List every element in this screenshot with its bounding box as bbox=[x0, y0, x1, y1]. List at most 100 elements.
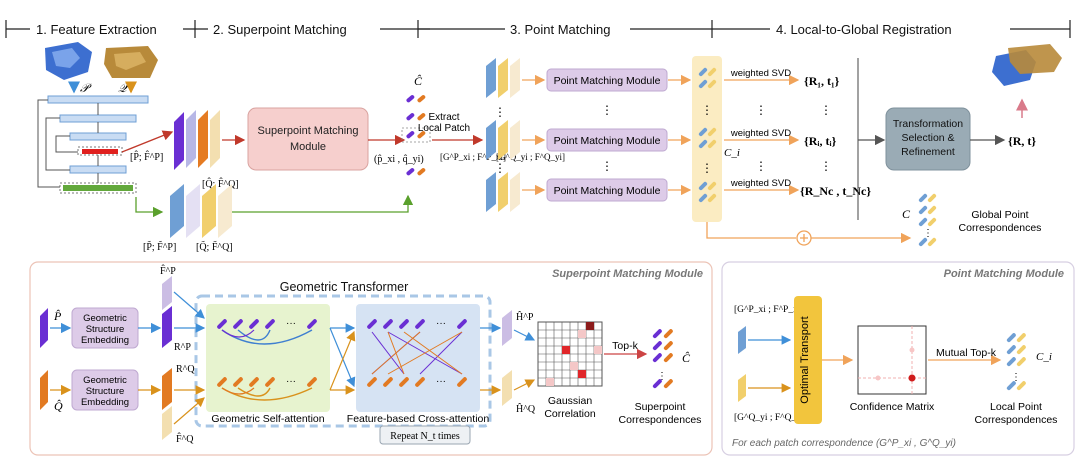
cross-attn-dots-2: ··· bbox=[436, 376, 446, 387]
f-hat-p-slab bbox=[162, 276, 172, 310]
c-hat-bottom: Ĉ bbox=[682, 351, 691, 365]
stage-1-label: 1. Feature Extraction bbox=[36, 22, 157, 37]
patch-q-label: [G^Q_yi ; F^Q_yi] bbox=[496, 152, 565, 162]
superpoint-matching-module-box bbox=[247, 107, 369, 171]
pair-label: (p̂_xi , q̂_yi) bbox=[374, 154, 424, 165]
point-matching-box-i bbox=[546, 128, 668, 152]
pp-q-slab bbox=[738, 374, 746, 402]
repeat-box bbox=[379, 425, 471, 445]
transformation-line2: Selection & bbox=[901, 132, 954, 144]
pp-local-corr-stack bbox=[1006, 333, 1026, 391]
registered-point-cloud bbox=[992, 44, 1062, 86]
backbone bbox=[37, 95, 149, 194]
c-hat-top: Ĉ bbox=[414, 74, 423, 88]
coarse-feature-stack bbox=[174, 110, 220, 170]
p-symbol: 𝒫 bbox=[80, 81, 92, 95]
gse-q-line1: Geometric bbox=[83, 375, 127, 386]
c-global: C bbox=[902, 207, 911, 221]
point-matching-box-1 bbox=[546, 68, 668, 92]
pp-p-slab bbox=[738, 326, 746, 354]
extract-line2: Local Patch bbox=[418, 123, 470, 134]
superpoint-module-line2: Module bbox=[290, 141, 326, 153]
point-cloud-q bbox=[104, 46, 158, 78]
mutual-topk-label: Mutual Top-k bbox=[936, 347, 997, 359]
global-corr-line2: Correspondences bbox=[959, 222, 1042, 234]
patch-p-label: [G^P_xi ; F^P_xi] bbox=[440, 152, 506, 162]
h-hat-q-slab bbox=[502, 370, 512, 406]
feat-q-tilde: [Q̃; F̃^Q] bbox=[196, 240, 233, 253]
self-attn-dots-2: ··· bbox=[286, 376, 296, 387]
point-panel-title: Point Matching Module bbox=[944, 268, 1064, 280]
pp-footnote: For each patch correspondence (G^P_xi , … bbox=[732, 438, 956, 449]
feat-q-hat: [Q̂; F̂^Q] bbox=[202, 177, 239, 190]
geo-transformer-title: Geometric Transformer bbox=[280, 280, 409, 294]
vdots-pmm-2: ⋮ bbox=[601, 159, 613, 173]
stage-header bbox=[5, 20, 1071, 38]
superpoint-corr-mini bbox=[401, 95, 431, 176]
f-hat-p-label: F̂^P bbox=[160, 264, 176, 277]
svd-label-n: weighted SVD bbox=[730, 178, 791, 189]
svd-label-1: weighted SVD bbox=[730, 68, 791, 79]
confidence-label: Confidence Matrix bbox=[850, 401, 935, 413]
pp-patch-p: [G^P_xi ; F^P_xi] bbox=[734, 305, 804, 315]
f-hat-q-label: F̂^Q bbox=[176, 432, 194, 445]
vdots-global: ⋮ bbox=[923, 228, 933, 239]
p-hat-label: P̂ bbox=[53, 309, 62, 323]
optimal-transport-box bbox=[794, 296, 822, 424]
gse-q-line2: Structure bbox=[86, 386, 125, 397]
cross-attn-label: Feature-based Cross-attention bbox=[347, 413, 490, 425]
global-corr-marks bbox=[918, 193, 937, 247]
f-hat-q-slab bbox=[162, 406, 172, 440]
vdots-patch-1: ⋮ bbox=[494, 105, 506, 119]
r-q-label: R^Q bbox=[176, 364, 195, 375]
stage-3-label: 3. Point Matching bbox=[510, 22, 610, 37]
feat-p-hat: [P̂; F̂^P] bbox=[130, 150, 163, 163]
feat-p-tilde: [P̃; F̃^P] bbox=[143, 240, 176, 253]
vdots-patch-2: ⋮ bbox=[494, 161, 506, 175]
pmm-label-i: Point Matching Module bbox=[554, 135, 661, 147]
vdots-svd-2: ⋮ bbox=[755, 159, 767, 173]
self-attn-dots-1: ··· bbox=[286, 318, 296, 329]
repeat-label: Repeat N_t times bbox=[390, 431, 460, 442]
cross-attn-dots-1: ··· bbox=[436, 318, 446, 329]
point-cloud-p bbox=[45, 42, 92, 80]
stage-2-label: 2. Superpoint Matching bbox=[213, 22, 347, 37]
q-symbol: 𝒬 bbox=[118, 81, 129, 95]
transformation-box bbox=[885, 107, 971, 171]
global-corr-line1: Global Point bbox=[971, 209, 1028, 221]
point-matching-box-n bbox=[546, 178, 668, 202]
stage-4-label: 4. Local-to-Global Registration bbox=[776, 22, 952, 37]
gse-p-line2: Structure bbox=[86, 324, 125, 335]
superpoint-panel-title: Superpoint Matching Module bbox=[552, 268, 703, 280]
vdots-sp-corr: ⋮ bbox=[657, 371, 667, 382]
vdots-ci-1: ⋮ bbox=[701, 103, 713, 117]
patch-stack-n bbox=[486, 172, 520, 212]
rt-1: {R₁, t₁} bbox=[804, 74, 840, 88]
local-corr-marks bbox=[698, 67, 717, 203]
r-p-label: R^P bbox=[174, 342, 191, 353]
rt-final: {R, t} bbox=[1008, 134, 1036, 148]
ci-top: C_i bbox=[724, 147, 740, 159]
pp-patch-q: [G^Q_yi ; F^Q_yi] bbox=[734, 413, 807, 423]
self-attention-tokens bbox=[217, 319, 317, 401]
vdots-rt-1: ⋮ bbox=[820, 103, 832, 117]
p-hat-input-slab bbox=[40, 308, 48, 348]
transformation-line3: Refinement bbox=[901, 146, 955, 158]
self-attn-label: Geometric Self-attention bbox=[211, 413, 324, 425]
vdots-rt-2: ⋮ bbox=[820, 159, 832, 173]
gse-p-line1: Geometric bbox=[83, 313, 127, 324]
vdots-pp-corr: ⋮ bbox=[1011, 372, 1021, 383]
ot-label: Optimal Transport bbox=[799, 316, 811, 403]
gse-p-line3: Embedding bbox=[81, 335, 129, 346]
sp-corr-line2: Correspondences bbox=[619, 414, 702, 426]
cross-attention-tokens bbox=[367, 319, 467, 387]
patch-stack-i bbox=[486, 120, 520, 160]
vdots-svd-1: ⋮ bbox=[755, 103, 767, 117]
pmm-label-n: Point Matching Module bbox=[554, 185, 661, 197]
r-p-slab bbox=[162, 306, 172, 348]
gaussian-line1: Gaussian bbox=[548, 395, 593, 407]
gaussian-line2: Correlation bbox=[544, 408, 596, 420]
q-hat-label: Q̂ bbox=[54, 399, 63, 413]
rt-n: {R_Nc , t_Nc} bbox=[800, 184, 871, 198]
